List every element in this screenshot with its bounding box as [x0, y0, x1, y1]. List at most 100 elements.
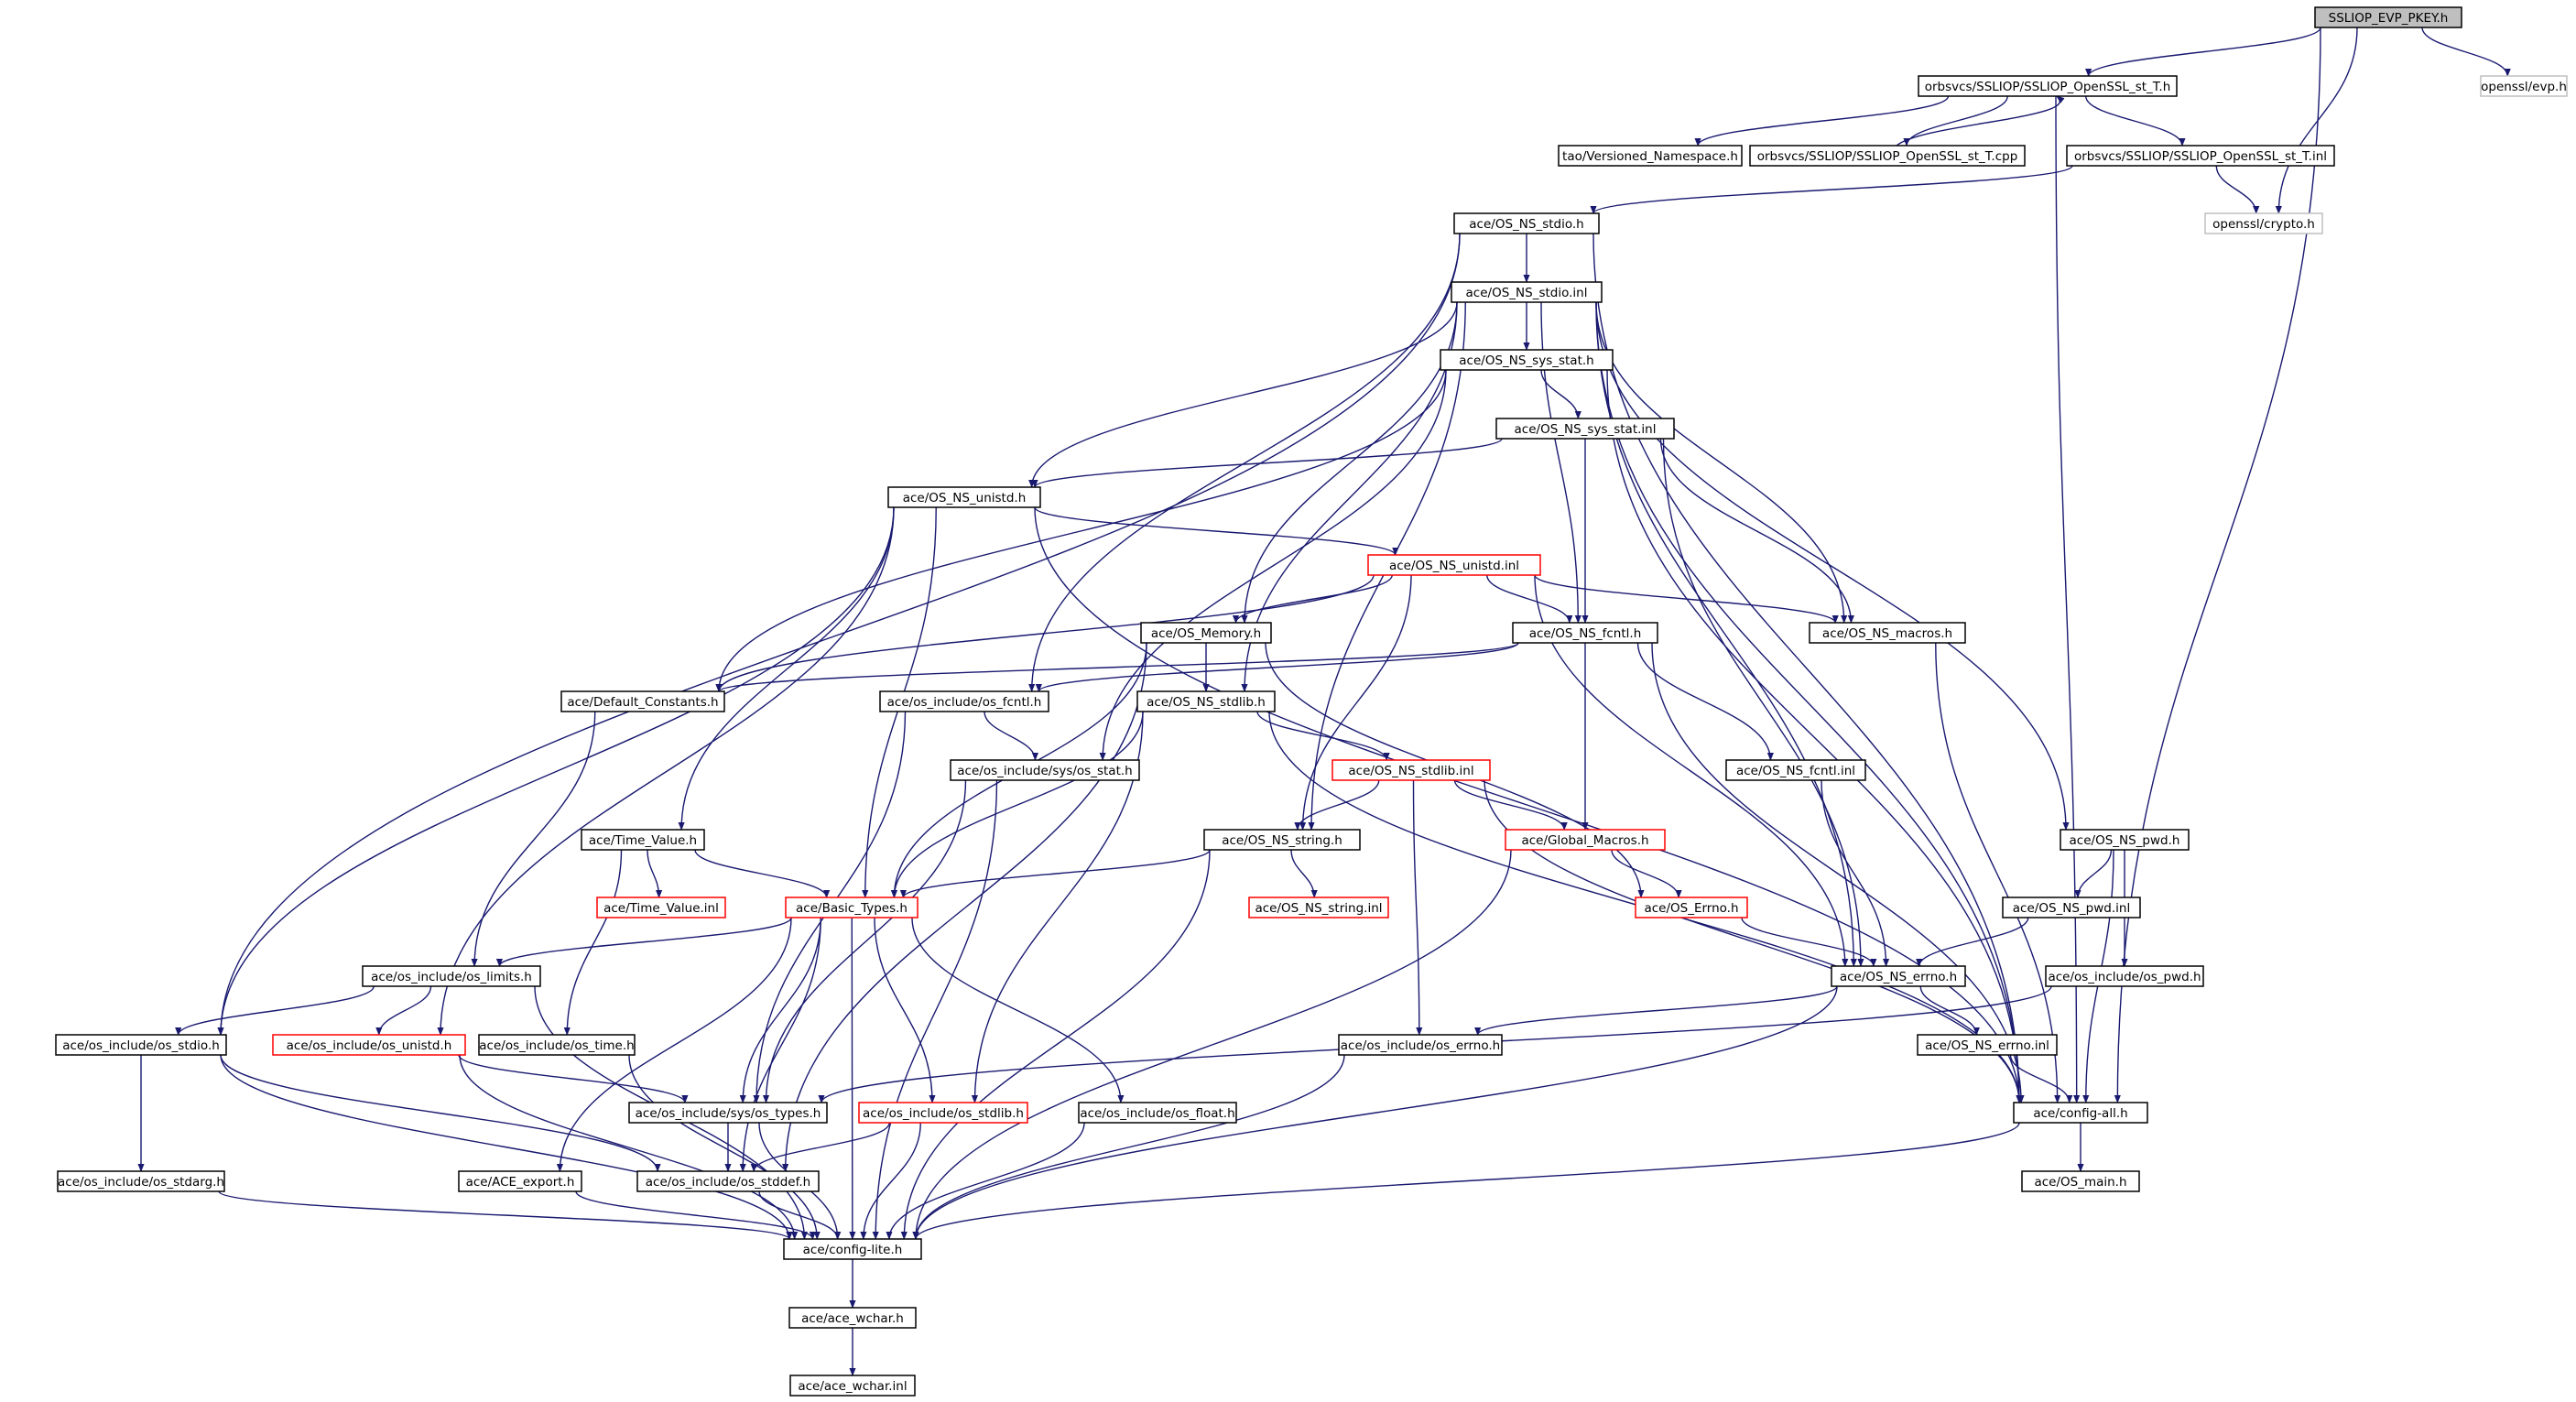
node-label: ace/Global_Macros.h [1521, 833, 1648, 848]
node-box [2204, 212, 2323, 234]
edge-n_memory-to-n_stddef [782, 642, 1147, 1172]
node-label: ace/OS_NS_stdio.inl [1466, 286, 1588, 300]
edge-n_fcntl_h-to-n_fcntl_inl [1636, 642, 1774, 761]
graph-node-n_sys_stat[interactable]: ace/os_include/sys/os_stat.h [950, 759, 1140, 781]
graph-node-n_ost_h[interactable]: orbsvcs/SSLIOP/SSLIOP_OpenSSL_st_T.h [1918, 75, 2178, 97]
node-label: ace/ace_wchar.h [801, 1311, 904, 1326]
edge-n_osi_stdio-to-n_configlite [220, 1054, 793, 1240]
node-box [879, 690, 1049, 712]
edge-n_string_h-to-n_configlite [900, 849, 1211, 1240]
graph-node-n_stddef[interactable]: ace/os_include/os_stddef.h [636, 1170, 820, 1192]
node-label: ace/OS_NS_sys_stat.h [1459, 353, 1593, 368]
node-label: orbsvcs/SSLIOP/SSLIOP_OpenSSL_st_T.cpp [1757, 149, 2018, 164]
graph-node-n_fcntl_h[interactable]: ace/OS_NS_fcntl.h [1512, 622, 1658, 644]
edge-n_basictypes-to-n_aceexport [556, 917, 792, 1172]
node-label: ace/OS_NS_unistd.inl [1389, 559, 1519, 573]
graph-node-n_timevalue_inl[interactable]: ace/Time_Value.inl [596, 897, 726, 918]
graph-node-n_osi_stdlib[interactable]: ace/os_include/os_stdlib.h [858, 1102, 1028, 1124]
graph-node-n_ost_inl[interactable]: orbsvcs/SSLIOP/SSLIOP_OpenSSL_st_T.inl [2066, 145, 2335, 167]
graph-node-n_stdlib_inl[interactable]: ace/OS_NS_stdlib.inl [1331, 759, 1491, 781]
graph-node-n_osi_stdio[interactable]: ace/os_include/os_stdio.h [55, 1034, 227, 1056]
graph-node-n_wchar_inl[interactable]: ace/ace_wchar.inl [789, 1375, 916, 1397]
node-box [789, 1375, 916, 1397]
node-box [1749, 145, 2026, 167]
node-box [785, 897, 918, 918]
node-box [1918, 75, 2178, 97]
graph-node-n_osi_fcntl[interactable]: ace/os_include/os_fcntl.h [879, 690, 1049, 712]
edge-n_unistd_h-to-n_unistd_inl [1034, 506, 1399, 556]
graph-node-n_macros[interactable]: ace/OS_NS_macros.h [1809, 622, 1966, 644]
graph-node-n_basictypes[interactable]: ace/Basic_Types.h [785, 897, 918, 918]
graph-node-n_stdio_inl[interactable]: ace/OS_NS_stdio.inl [1451, 281, 1603, 303]
graph-node-n_stdio_h[interactable]: ace/OS_NS_stdio.h [1453, 212, 1600, 234]
node-label: ace/os_include/sys/os_stat.h [957, 764, 1132, 778]
graph-node-n_globalmacros[interactable]: ace/Global_Macros.h [1505, 829, 1666, 851]
graph-node-n_stdlib_h[interactable]: ace/OS_NS_stdlib.h [1136, 690, 1276, 712]
graph-node-n_osi_errno[interactable]: ace/os_include/os_errno.h [1338, 1034, 1503, 1056]
graph-node-n_ost_cpp[interactable]: orbsvcs/SSLIOP/SSLIOP_OpenSSL_st_T.cpp [1749, 145, 2026, 167]
graph-node-n_osi_time[interactable]: ace/os_include/os_time.h [478, 1034, 636, 1056]
node-label: ace/OS_NS_stdlib.h [1147, 695, 1266, 710]
node-box [950, 759, 1140, 781]
graph-node-n_stdarg[interactable]: ace/os_include/os_stdarg.h [57, 1170, 225, 1192]
node-label: orbsvcs/SSLIOP/SSLIOP_OpenSSL_st_T.h [1925, 80, 2171, 94]
node-label: ace/OS_NS_stdio.h [1469, 217, 1583, 232]
graph-node-n_unistd_h[interactable]: ace/OS_NS_unistd.h [887, 486, 1041, 508]
node-label: ace/OS_NS_macros.h [1822, 626, 1952, 641]
node-box [581, 829, 705, 851]
graph-node-n_unistd_inl[interactable]: ace/OS_NS_unistd.inl [1367, 554, 1541, 576]
node-box [272, 1034, 466, 1056]
node-box [1453, 212, 1600, 234]
edge-n_oserrno-to-n_errno_h [1741, 917, 1877, 967]
graph-node-n_errno_h[interactable]: ace/OS_NS_errno.h [1831, 965, 1966, 987]
graph-node-n_pwd_inl[interactable]: ace/OS_NS_pwd.inl [2002, 897, 2141, 918]
graph-node-n_configall[interactable]: ace/config-all.h [2013, 1102, 2148, 1124]
edge-n_unistd_h-to-n_osi_unistd [437, 506, 895, 1036]
graph-node-n_timevalue_h[interactable]: ace/Time_Value.h [581, 829, 705, 851]
edge-n_stdio_inl-to-n_unistd_h [1028, 301, 1458, 488]
graph-node-n_osi_float[interactable]: ace/os_include/os_float.h [1078, 1102, 1237, 1124]
graph-node-n_limits[interactable]: ace/os_include/os_limits.h [362, 965, 541, 987]
graph-node-n_errno_inl[interactable]: ace/OS_NS_errno.inl [1917, 1034, 2058, 1056]
edge-n_basictypes-to-n_limits [495, 917, 792, 967]
graph-node-n_string_h[interactable]: ace/OS_NS_string.h [1203, 829, 1361, 851]
node-box [2045, 965, 2204, 987]
node-box [2314, 6, 2462, 28]
node-label: ace/OS_NS_pwd.h [2070, 833, 2180, 848]
graph-node-n_sysstat_inl[interactable]: ace/OS_NS_sys_stat.inl [1495, 418, 1675, 440]
node-label: ace/os_include/os_unistd.h [287, 1038, 452, 1053]
graph-node-n_vns[interactable]: tao/Versioned_Namespace.h [1558, 145, 1743, 167]
node-label: ace/OS_NS_string.inl [1255, 901, 1382, 916]
node-label: orbsvcs/SSLIOP/SSLIOP_OpenSSL_st_T.inl [2074, 149, 2327, 164]
graph-node-n_sys_types[interactable]: ace/os_include/sys/os_types.h [628, 1102, 828, 1124]
edge-n_fcntl_h-to-n_osi_fcntl [1035, 642, 1519, 692]
graph-node-n_defconst[interactable]: ace/Default_Constants.h [560, 690, 725, 712]
graph-node-n_osi_pwd[interactable]: ace/os_include/os_pwd.h [2045, 965, 2204, 987]
graph-node-n_wchar_h[interactable]: ace/ace_wchar.h [788, 1307, 917, 1329]
graph-node-n_osmain[interactable]: ace/OS_main.h [2021, 1170, 2140, 1192]
edge-n_globalmacros-to-n_oserrno [1611, 849, 1682, 898]
graph-node-n_sysstat_h[interactable]: ace/OS_NS_sys_stat.h [1440, 349, 1614, 371]
node-label: ace/OS_Memory.h [1151, 626, 1261, 641]
graph-node-n_oserrno[interactable]: ace/OS_Errno.h [1635, 897, 1748, 918]
graph-node-n_configlite[interactable]: ace/config-lite.h [783, 1238, 922, 1260]
graph-node-n_pwd_h[interactable]: ace/OS_NS_pwd.h [2060, 829, 2190, 851]
graph-node-n_memory[interactable]: ace/OS_Memory.h [1140, 622, 1272, 644]
edge-n_timevalue_h-to-n_basictypes [694, 849, 831, 898]
edge-n_sysstat_h-to-n_defconst [715, 369, 1447, 692]
graph-node-n_string_inl[interactable]: ace/OS_NS_string.inl [1248, 897, 1389, 918]
edge-n_stdio_h-to-n_osi_stdio [217, 233, 1461, 1036]
node-label: ace/Time_Value.inl [603, 901, 719, 916]
edge-n_stdio_inl-to-n_pwd_h [1595, 301, 2070, 831]
node-box [1440, 349, 1614, 371]
edge-n_unistd_h-to-n_osi_stdio [217, 506, 895, 1036]
graph-node-n_fcntl_inl[interactable]: ace/OS_NS_fcntl.inl [1725, 759, 1866, 781]
edge-n_fcntl_inl-to-n_errno_h [1821, 779, 1890, 967]
node-box [458, 1170, 582, 1192]
node-label: ace/os_include/os_pwd.h [2048, 970, 2201, 984]
graph-node-n_osi_unistd[interactable]: ace/os_include/os_unistd.h [272, 1034, 466, 1056]
graph-node-n_aceexport[interactable]: ace/ACE_export.h [458, 1170, 582, 1192]
graph-node-root[interactable]: SSLIOP_EVP_PKEY.h [2314, 6, 2462, 28]
edge-root-to-n_evp [2421, 27, 2511, 77]
node-box [1331, 759, 1491, 781]
